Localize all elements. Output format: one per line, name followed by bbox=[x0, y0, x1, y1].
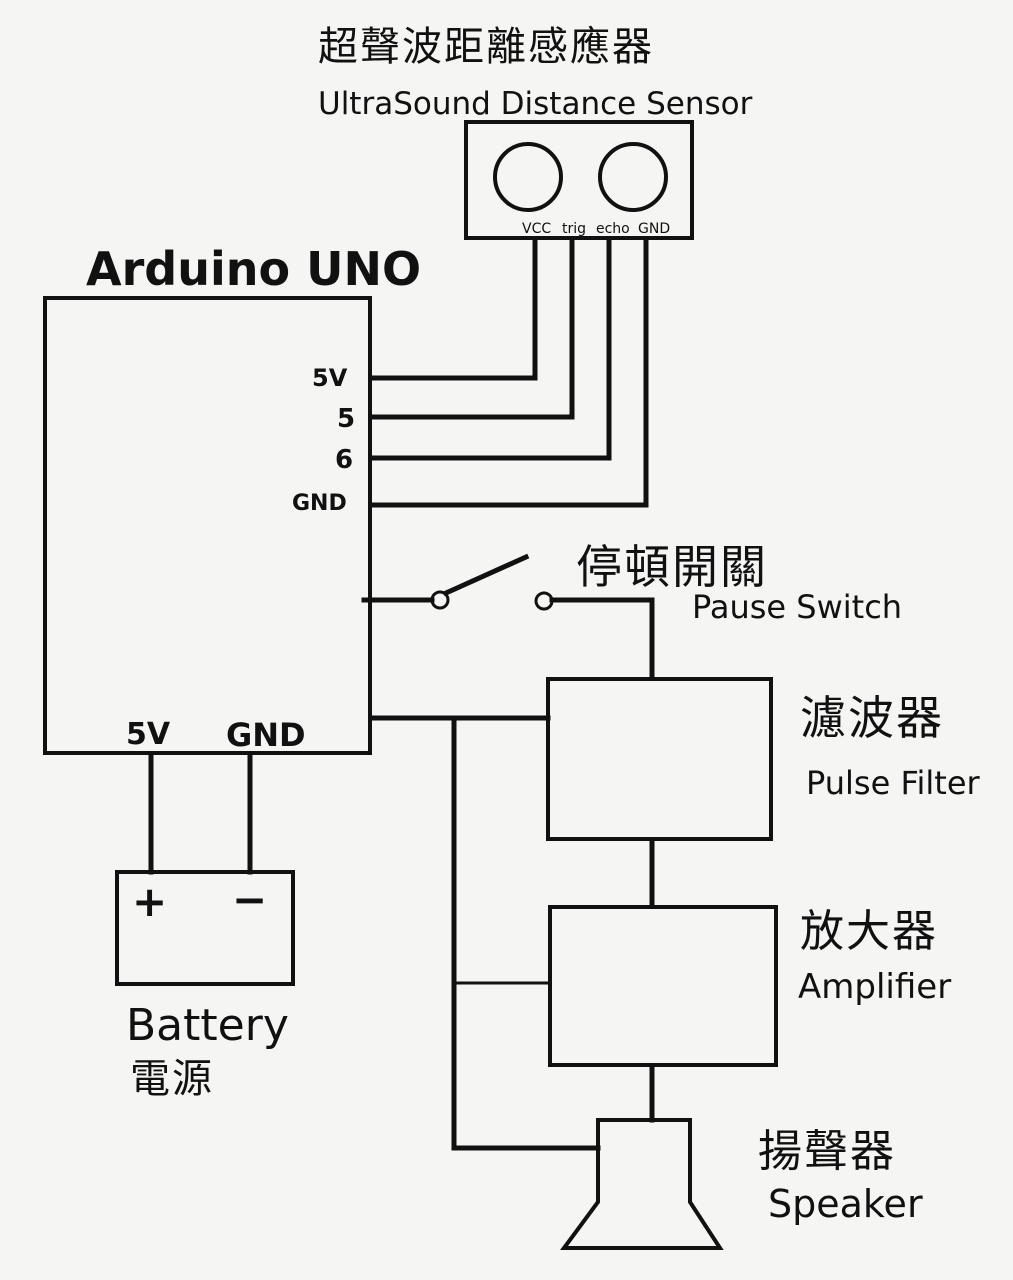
battery-label-zh: 電源 bbox=[130, 1056, 214, 1102]
filter-label-zh: 濾波器 bbox=[800, 691, 944, 745]
filter-label-en: Pulse Filter bbox=[806, 764, 981, 802]
sensor-body bbox=[464, 120, 694, 240]
arduino-bottom-pin-gnd: GND bbox=[226, 716, 306, 754]
switch-label-zh: 停頓開關 bbox=[576, 540, 768, 594]
sensor-transducer-right bbox=[598, 142, 668, 212]
wire-switch-right bbox=[549, 597, 655, 679]
wire-gnd-sensor bbox=[369, 237, 649, 508]
sensor-title-en: UltraSound Distance Sensor bbox=[318, 86, 753, 122]
wire-common-vertical bbox=[451, 715, 601, 1151]
sensor-pin-echo: echo bbox=[596, 221, 630, 237]
battery-box bbox=[115, 870, 295, 986]
arduino-bottom-pin-5v: 5V bbox=[126, 717, 171, 752]
arduino-pin-5v: 5V bbox=[312, 364, 348, 392]
arduino-title: Arduino UNO bbox=[86, 242, 421, 296]
wire-trig bbox=[369, 239, 575, 420]
sensor-pin-vcc: VCC bbox=[522, 221, 551, 237]
sensor-pin-trig: trig bbox=[562, 221, 586, 237]
switch-lever bbox=[442, 553, 530, 597]
arduino-pin-6: 6 bbox=[335, 445, 353, 475]
amplifier-box bbox=[548, 905, 778, 1067]
amplifier-label-en: Amplifier bbox=[798, 967, 951, 1007]
switch-contact-left bbox=[430, 590, 450, 610]
speaker-label-zh: 揚聲器 bbox=[758, 1126, 896, 1177]
speaker-label-en: Speaker bbox=[768, 1182, 923, 1226]
filter-box bbox=[546, 677, 773, 841]
switch-label-en: Pause Switch bbox=[692, 588, 902, 626]
amplifier-label-zh: 放大器 bbox=[800, 906, 938, 957]
battery-minus-sign: − bbox=[232, 875, 267, 924]
arduino-pin-gnd: GND bbox=[292, 491, 347, 516]
arduino-board bbox=[43, 296, 372, 755]
wire-echo bbox=[369, 237, 612, 461]
wire-vcc bbox=[369, 237, 538, 381]
battery-plus-sign: + bbox=[132, 877, 167, 926]
battery-label-en: Battery bbox=[126, 1000, 289, 1051]
sensor-title-zh: 超聲波距離感應器 bbox=[318, 24, 654, 70]
sensor-transducer-left bbox=[493, 142, 563, 212]
sensor-pin-gnd: GND bbox=[638, 221, 670, 237]
speaker-icon bbox=[560, 1118, 724, 1250]
arduino-pin-5: 5 bbox=[337, 404, 355, 434]
